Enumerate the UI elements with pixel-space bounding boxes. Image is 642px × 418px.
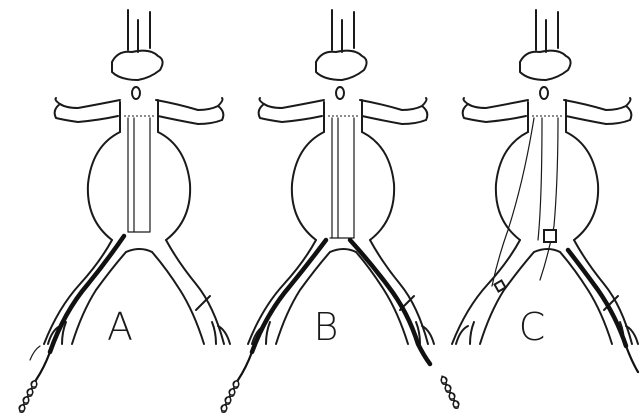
panel-a <box>19 10 230 412</box>
panel-label-b: B <box>314 305 339 349</box>
panel-b <box>221 10 459 412</box>
panel-c <box>452 10 642 408</box>
occluder-device <box>544 230 556 242</box>
panel-label-a: A <box>107 305 133 349</box>
panel-label-c: C <box>519 305 546 349</box>
